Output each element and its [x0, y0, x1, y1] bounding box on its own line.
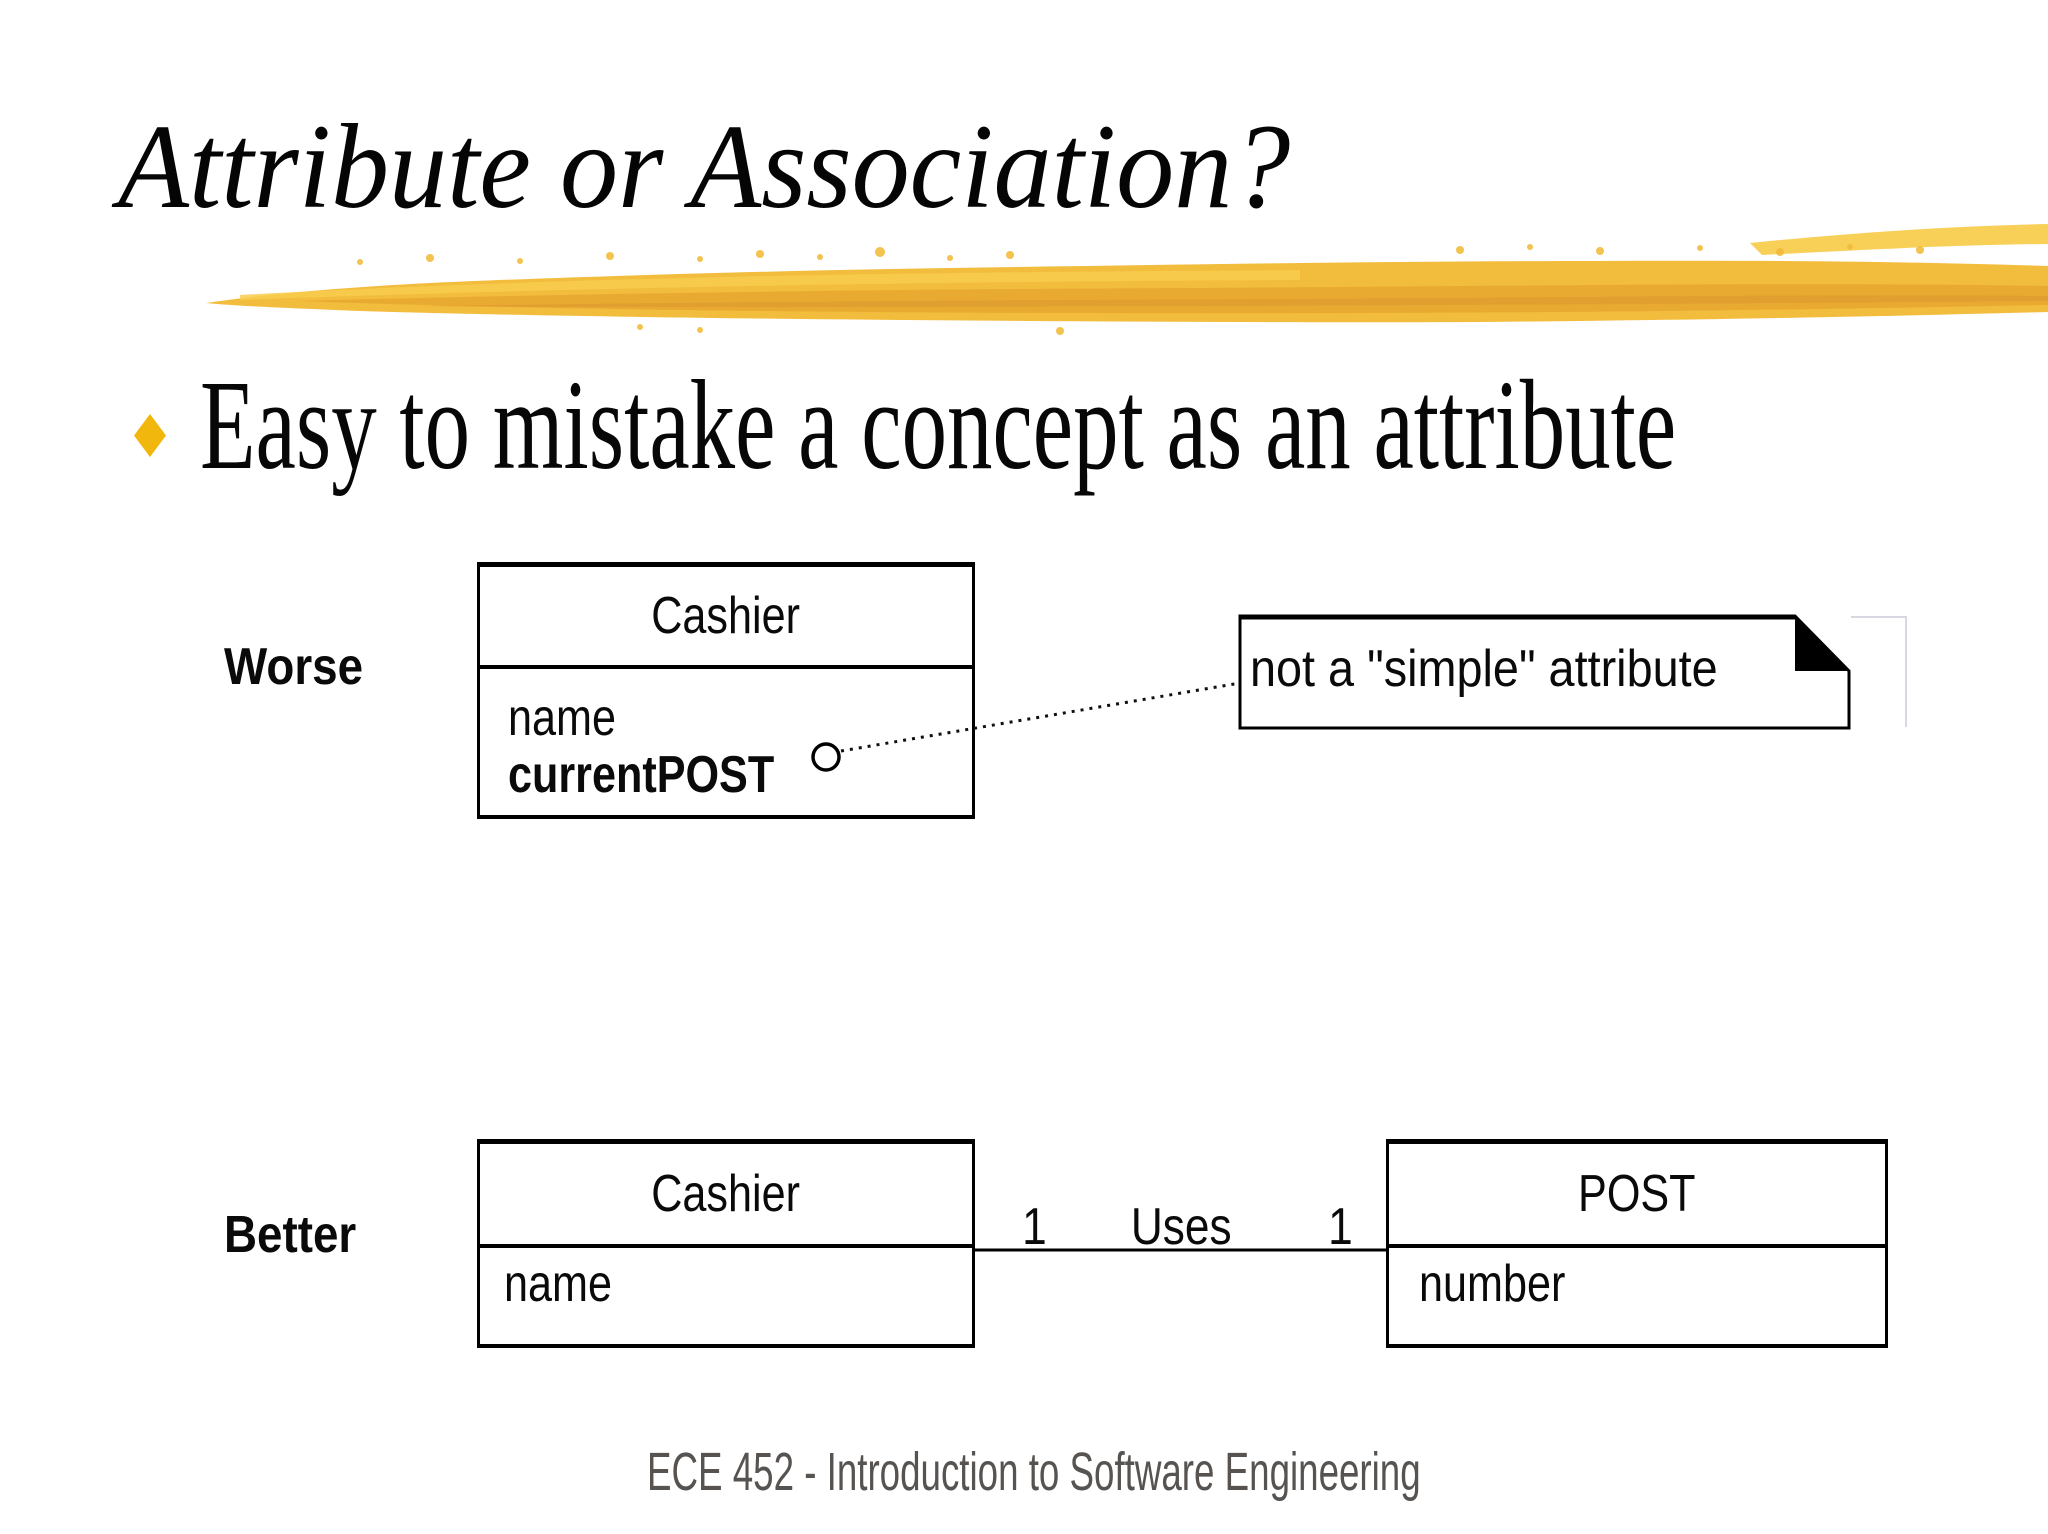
attribute-name: name [504, 1255, 612, 1313]
uml-note-text: not a "simple" attribute [1250, 640, 1718, 698]
uml-class-box-post: POST number [1386, 1139, 1888, 1348]
attribute-row: currentPOST [508, 747, 972, 804]
brush-speckle [1596, 247, 1604, 255]
brush-speckle [817, 254, 823, 260]
uml-class-box-cashier-worse: Cashier name currentPOST [477, 562, 975, 819]
brush-speckle [1847, 244, 1853, 250]
brush-speckle [756, 250, 764, 258]
slide-footer: ECE 452 - Introduction to Software Engin… [647, 1442, 1421, 1502]
attribute-name: name [508, 689, 616, 747]
brush-stroke-highlight [240, 270, 1300, 300]
attribute-row: number [1419, 1256, 1885, 1313]
brush-speckle [1697, 245, 1703, 251]
class-name-compartment: POST [1389, 1144, 1885, 1248]
brush-speckle [357, 259, 363, 265]
highlight-brush-stroke [206, 224, 2048, 335]
attribute-compartment: number [1389, 1248, 1885, 1313]
brush-speckle [697, 327, 703, 333]
brush-stroke-upper-streak [1750, 224, 2048, 255]
class-name: Cashier [651, 1165, 801, 1223]
brush-speckle [426, 254, 434, 262]
brush-stroke-streak [420, 295, 2048, 308]
attribute-number: number [1419, 1255, 1566, 1313]
brush-speckle [1456, 246, 1464, 254]
page-title: Attribute or Association? [118, 100, 1291, 234]
multiplicity-right: 1 [1327, 1198, 1353, 1256]
diamond-bullet-icon [134, 414, 166, 457]
brush-speckle [1527, 244, 1533, 250]
brush-speckle [517, 258, 523, 264]
class-name-compartment: Cashier [480, 567, 972, 669]
brush-speckles [357, 244, 1924, 335]
multiplicity-left: 1 [1021, 1198, 1047, 1256]
brush-speckle [875, 247, 885, 257]
brush-speckle [1916, 246, 1924, 254]
class-name: POST [1578, 1165, 1696, 1223]
brush-speckle [637, 324, 643, 330]
attribute-compartment: name currentPOST [480, 669, 972, 804]
brush-speckle [1056, 327, 1064, 335]
bullet-text: Easy to mistake a concept as an attribut… [200, 354, 1677, 496]
attribute-row: name [508, 690, 972, 747]
brush-stroke-dark-layer [300, 284, 2048, 314]
brush-speckle [1006, 251, 1014, 259]
attribute-currentpost: currentPOST [508, 746, 775, 804]
brush-speckle [697, 256, 703, 262]
brush-speckle [606, 252, 614, 260]
class-name-compartment: Cashier [480, 1144, 972, 1248]
note-ghost-outline [1851, 616, 1907, 727]
brush-speckle [1776, 248, 1784, 256]
worse-label: Worse [224, 638, 364, 696]
brush-speckle [947, 255, 953, 261]
association-name: Uses [1130, 1198, 1232, 1256]
attribute-compartment: name [480, 1248, 972, 1313]
uml-class-box-cashier-better: Cashier name [477, 1139, 975, 1348]
better-label: Better [224, 1206, 357, 1264]
brush-stroke-base [206, 260, 2048, 323]
attribute-row: name [504, 1256, 972, 1313]
class-name: Cashier [651, 587, 801, 645]
